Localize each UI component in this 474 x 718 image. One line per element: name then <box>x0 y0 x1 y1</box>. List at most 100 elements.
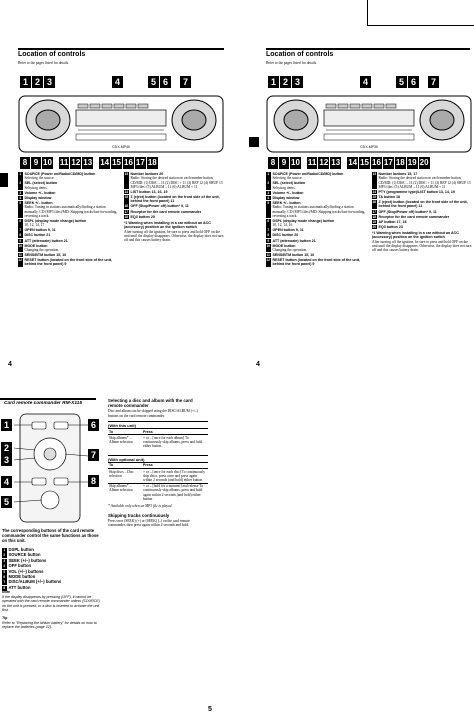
callout-6: 6 <box>160 76 171 88</box>
callout-3: 3 <box>292 76 303 88</box>
legend-text-block: Display window <box>25 196 119 200</box>
legend-text-block: SENS/BTM button 15, 16 <box>25 253 119 257</box>
legend-text-block: OPEN button 9, 11 <box>25 228 119 232</box>
legend-description: Radio: Storing the desired station on ea… <box>378 176 471 189</box>
list-item-number: 8 <box>2 585 7 591</box>
legend-label: SOURCE (Power on/Radio/CD/MD) button <box>272 172 344 176</box>
legend-label: RESET button (located on the front side … <box>272 258 360 267</box>
legend-label: MODE button <box>272 243 296 248</box>
legend-label: OFF (Stop/Power off) button* 9, 11 <box>130 204 189 209</box>
remote-callout-7: 7 <box>88 449 99 461</box>
callout-11: 11 <box>58 157 70 169</box>
remote-tip-head: Tip <box>2 616 8 620</box>
legend-label: Number buttons 15, 17 <box>378 172 418 176</box>
legend-number: 4 <box>18 195 23 201</box>
legend-text-block: Z (eject) button (located on the front s… <box>379 200 473 209</box>
table-cell-press: + or – [once for each disc] To continuou… <box>142 468 208 484</box>
list-item-number: 2 <box>2 553 7 559</box>
left-title-rule <box>18 48 224 50</box>
legend-label: DISC button 20 <box>272 233 299 238</box>
remote-callout-6: 6 <box>88 419 99 431</box>
legend-label: DSPL (display mode change) button <box>24 218 87 223</box>
col-to: To <box>108 461 142 469</box>
legend-text-block: OPEN button 9, 11 <box>273 228 367 232</box>
list-item-label: OFF button <box>8 563 32 569</box>
legend-number: 4 <box>266 195 271 201</box>
selecting-intro: Disc and album can be skipped using the … <box>108 409 198 418</box>
remote-callout-3: 3 <box>1 454 12 466</box>
legend-text-block: RESET button (located on the front side … <box>273 258 367 267</box>
callout-15: 15 <box>111 157 122 169</box>
legend-number: 13 <box>372 172 377 190</box>
legend-number: 17 <box>124 209 129 214</box>
legend-label: Number buttons 20 <box>130 172 164 176</box>
right-title-rule <box>266 48 470 50</box>
legend-description: 10, 12, 14, 17 <box>24 223 45 228</box>
callout-6: 6 <box>408 76 419 88</box>
callout-4: 4 <box>360 76 371 88</box>
legend-number: 6 <box>266 218 271 228</box>
legend-label: SEL (select) button <box>272 181 306 186</box>
legend-text-block: RESET button (located on the front side … <box>25 258 119 267</box>
legend-label: Receptor for the card remote commander <box>130 209 202 214</box>
callout-7: 7 <box>428 76 439 88</box>
selecting-footnote: * Available only when an MP3 file is pla… <box>108 504 173 509</box>
col-press: Press <box>142 427 208 435</box>
legend-label: Volume +/– button <box>272 190 304 195</box>
right-unit-illustration: CDX-MP30 <box>266 95 472 153</box>
legend-text-block: TA button 18 <box>379 195 473 199</box>
callout-1: 1 <box>20 76 31 88</box>
callout-2: 2 <box>32 76 43 88</box>
remote-note: If the display disappears by pressing (O… <box>2 595 100 612</box>
legend-text-block: ATT (attenuate) button 21 <box>25 239 119 243</box>
callout-9: 9 <box>31 157 41 169</box>
legend-number: 11 <box>18 253 23 258</box>
callout-3: 3 <box>44 76 55 88</box>
table-row: Skip discs – Disc selection+ or – [once … <box>108 468 208 484</box>
legend-label: SEEK +/– button <box>24 200 53 205</box>
legend-text-block: SENS/BTM button 15, 16 <box>273 253 367 257</box>
legend-label: Volume +/– button <box>24 190 56 195</box>
callout-2: 2 <box>280 76 291 88</box>
callout-1: 1 <box>268 76 279 88</box>
callout-18: 18 <box>394 157 406 169</box>
callout-5: 5 <box>148 76 159 88</box>
callout-13: 13 <box>82 157 94 169</box>
table-cell-to: Skip discs – Disc selection <box>108 468 142 484</box>
list-item-label: SEEK (+/–) buttons <box>8 557 47 563</box>
remote-title: Card remote commander RM-X115 <box>4 401 83 406</box>
legend-label: SOURCE (Power on/Radio/CD/MD) button <box>24 172 96 176</box>
remote-callout-1: 1 <box>1 419 12 431</box>
right-unit-model: CDX-MP30 <box>360 145 378 149</box>
callout-17: 17 <box>382 157 394 169</box>
callout-8: 8 <box>268 157 278 169</box>
remote-callout-2: 2 <box>1 442 12 454</box>
legend-label: TA button 18 <box>378 195 401 200</box>
legend-label: SEEK +/– button <box>272 200 301 205</box>
legend-number: 10 <box>266 243 271 253</box>
left-side-tab <box>0 173 8 187</box>
legend-number: 1 <box>18 172 23 181</box>
remote-callout-5: 5 <box>1 496 12 508</box>
table-cell-to: Skip albums* – Album selection <box>108 482 142 502</box>
legend-number: 15 <box>372 195 377 200</box>
callout-10: 10 <box>42 157 53 169</box>
